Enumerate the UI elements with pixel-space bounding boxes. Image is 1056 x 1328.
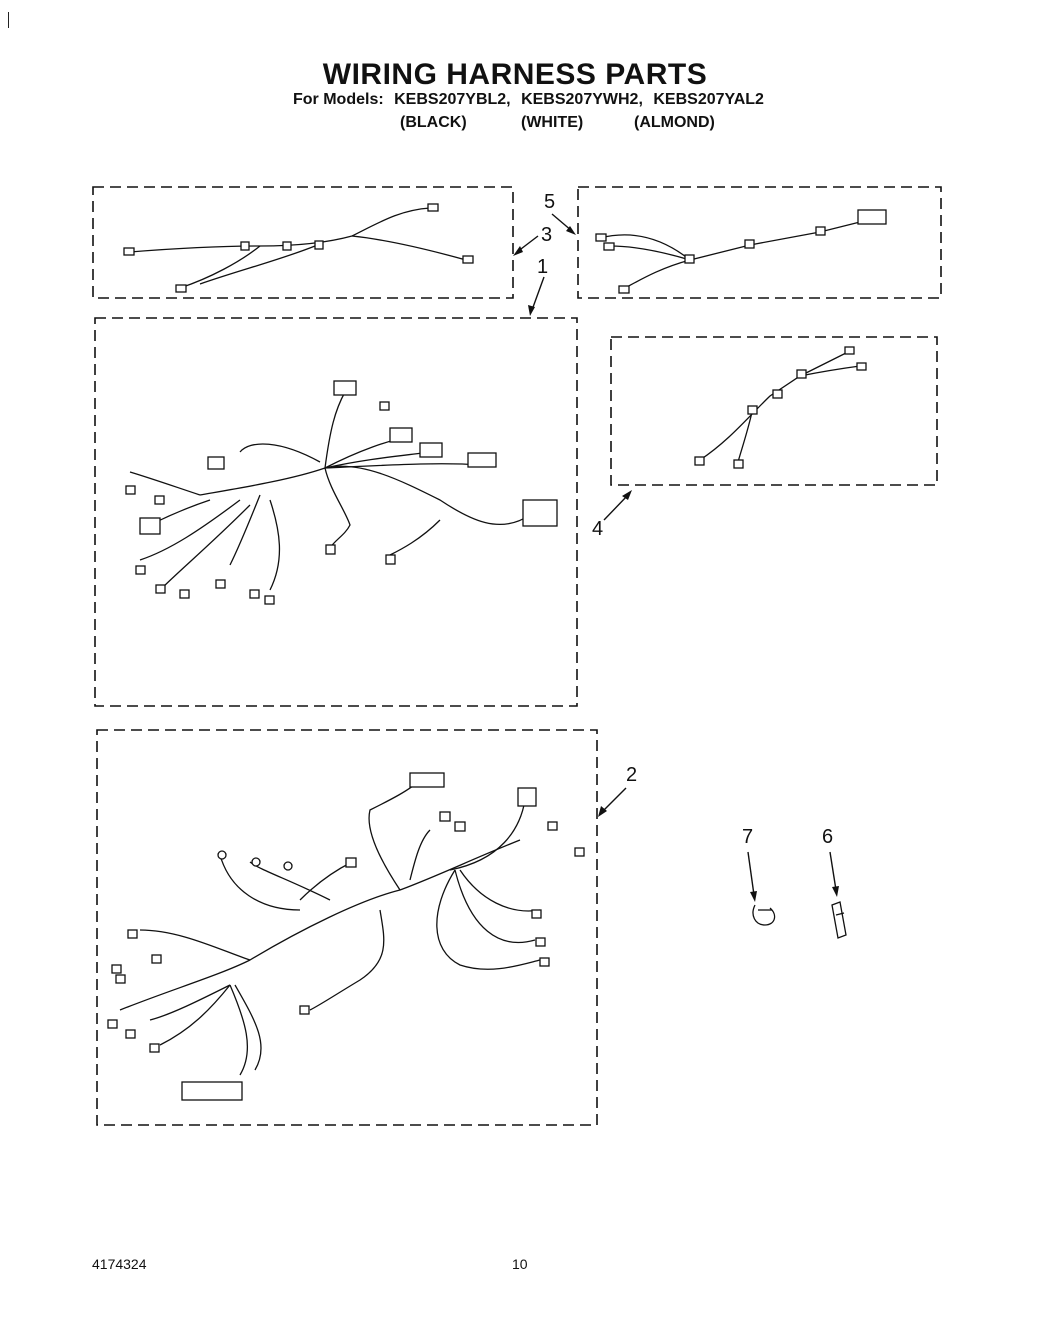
color-label-white: (WHITE)	[521, 114, 584, 131]
document-number: 4174324	[92, 1256, 147, 1272]
clip-part-6	[831, 901, 847, 939]
model-number-black: KEBS207YBL2,	[394, 91, 511, 108]
color-label-black: (BLACK)	[400, 114, 467, 131]
model-number-white: KEBS207YWH2,	[521, 91, 643, 108]
callout-4: 4	[592, 518, 604, 540]
page-title: WIRING HARNESS PARTS	[322, 58, 708, 91]
harness-part-4	[694, 346, 867, 469]
part-box-2	[96, 729, 598, 1126]
leader-arrows	[513, 213, 839, 902]
callout-5: 5	[544, 191, 556, 213]
harness-part-2	[107, 772, 585, 1101]
callout-7: 7	[742, 826, 754, 848]
callout-1: 1	[537, 256, 549, 278]
model-number-almond: KEBS207YAL2	[653, 91, 764, 108]
clip-part-7	[752, 904, 776, 926]
callout-6: 6	[822, 826, 834, 848]
part-box-1	[94, 317, 578, 707]
models-prefix: For Models:	[293, 91, 384, 108]
model-list: For Models: KEBS207YBL2, KEBS207YWH2, KE…	[293, 91, 770, 109]
part-box-4	[610, 336, 938, 486]
callout-3: 3	[541, 224, 553, 246]
callout-2: 2	[626, 764, 638, 786]
part-box-3	[92, 186, 514, 299]
harness-part-1	[125, 380, 558, 605]
harness-part-5	[595, 209, 887, 294]
page-number: 10	[512, 1256, 528, 1272]
part-box-5	[577, 186, 942, 299]
color-label-almond: (ALMOND)	[634, 114, 715, 131]
page-edge-mark	[8, 12, 9, 28]
harness-part-3	[123, 203, 474, 293]
